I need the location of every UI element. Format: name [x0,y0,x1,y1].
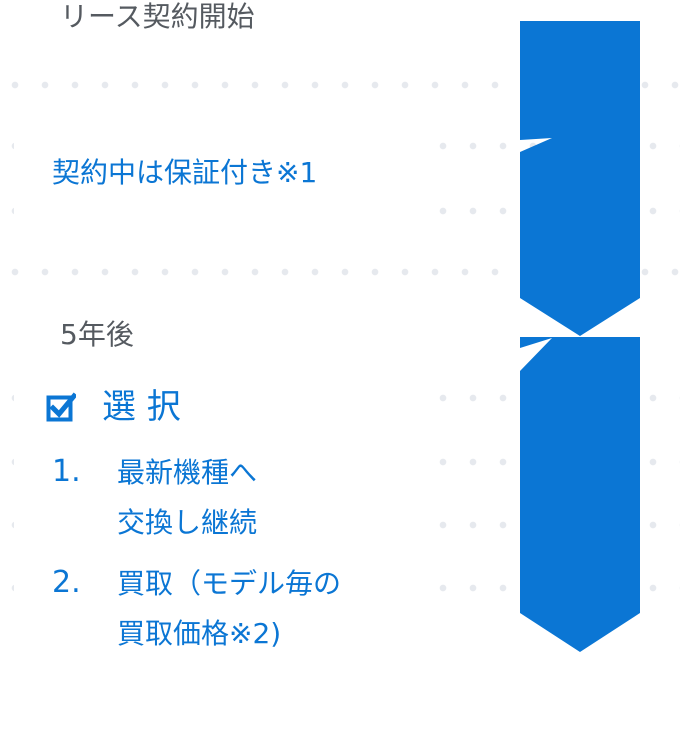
choice-heading: 選 択 [102,387,181,427]
arrow-segment-lower [520,337,640,652]
option-2-line2: 買取価格※2) [117,617,282,650]
dot-col-left-1 [0,141,14,151]
dot-col-left-2 [0,206,14,216]
dot-col-left-5 [0,520,14,530]
five-years-later-label: 5年後 [60,318,134,351]
option-1-line2: 交換し継続 [117,506,258,539]
dot-row-1 [0,80,680,90]
option-1-number: 1. [52,454,81,489]
warranty-label: 契約中は保証付き※1 [52,156,318,189]
checkbox-checked-icon [46,392,76,422]
dot-row-4 [0,267,680,277]
dot-col-left-3 [0,393,14,403]
dot-col-left-6 [0,583,14,593]
dot-col-left-4 [0,457,14,467]
lease-start-label: リース契約開始 [60,0,255,33]
option-2-line1: 買取（モデル毎の [117,567,342,600]
option-1-line1: 最新機種へ [117,456,258,489]
option-2-number: 2. [52,565,81,600]
arrow-segment-upper [520,21,640,336]
